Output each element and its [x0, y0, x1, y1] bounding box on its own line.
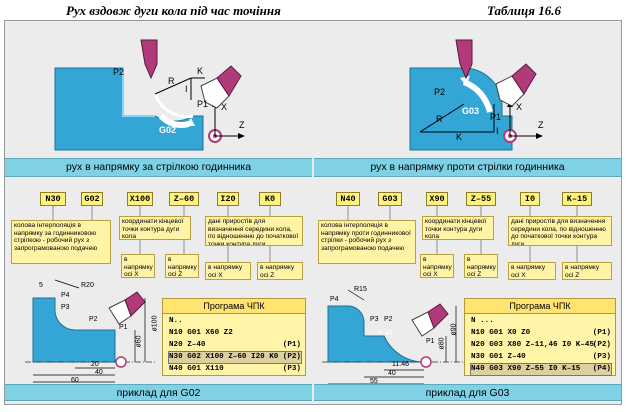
left-p2-dim-label: P2	[89, 316, 98, 323]
left-p4-label: P4	[61, 292, 70, 299]
left-program-title: Програма ЧПК	[163, 299, 305, 314]
right-code-g: G03	[378, 192, 402, 206]
right-p3-label: P3	[370, 316, 379, 323]
workpiece-shape	[54, 67, 204, 151]
program-row: N10 G01 X60 Z2	[169, 329, 233, 337]
right-dim-r15: R15	[354, 286, 367, 293]
right-z-label: Z	[538, 120, 544, 130]
left-desc-main: колова інтерполяція в напрямку за годинн…	[11, 220, 111, 264]
right-desc-main: колова інтерполяція в напрямку проти год…	[318, 220, 416, 264]
left-desc-z: в напрямку осі Z	[165, 254, 199, 278]
right-dim-55: 55	[370, 378, 378, 385]
left-dim-60: 60	[71, 377, 79, 384]
left-z-label: Z	[239, 120, 245, 130]
left-dim-d60v: ø60	[135, 335, 143, 348]
left-code-g: G02	[81, 192, 103, 206]
left-dim-40: 40	[95, 369, 103, 376]
right-desc-incr: дані приростів для визначення середини к…	[508, 216, 612, 246]
left-program-box: Програма ЧПК N.. N10 G01 X60 Z2 N20 Z–40…	[162, 298, 306, 376]
right-x-label: X	[516, 102, 523, 112]
left-code-x: X100	[127, 192, 153, 206]
left-leader-lines	[52, 206, 271, 262]
program-row-highlighted: N40 G03 X90 Z–55 I0 K–15(P4)	[470, 363, 612, 376]
left-r-label: R	[168, 76, 175, 86]
left-dim-r20: R20	[81, 282, 94, 289]
right-code-z: Z–55	[466, 192, 496, 206]
right-p1-label: P1	[490, 112, 502, 122]
right-p2-dim-label: P2	[384, 316, 393, 323]
left-dim-5: 5	[39, 282, 43, 289]
right-program-box: Програма ЧПК N ... N10 G01 X0 Z0(P1) N20…	[464, 298, 616, 376]
left-code-z: Z–60	[169, 192, 199, 206]
left-code-i: I20	[217, 192, 239, 206]
program-row: N ...	[471, 317, 494, 325]
left-top-diagram	[54, 39, 245, 151]
right-dim-d90: ø90	[450, 323, 458, 336]
program-row: N10 G01 X0 Z0(P1)	[471, 329, 611, 337]
page-title: Рух вздовж дуги кола під час точіння	[66, 3, 281, 18]
left-code-n: N30	[40, 192, 66, 206]
left-i-label: I	[185, 84, 188, 94]
left-part-drawing	[25, 279, 155, 383]
right-panel: P2 P1 R K I X Z G03 рух в напрямку проти…	[314, 20, 621, 405]
right-p4-label: P4	[330, 296, 339, 303]
program-row: N..	[169, 317, 183, 325]
right-direction-band: рух в напрямку проти стрілки годинника	[314, 158, 621, 177]
right-program-title: Програма ЧПК	[465, 299, 615, 314]
left-x-label: X	[221, 102, 228, 112]
left-code-k: K0	[259, 192, 281, 206]
right-p2-label: P2	[434, 87, 446, 97]
right-dim-r45: R 45	[378, 330, 393, 337]
left-desc-x: в напрямку осі X	[121, 254, 155, 278]
program-row-highlighted: N30 G02 X100 Z–60 I20 K0(P2)	[168, 351, 302, 364]
right-desc-end: координати кінцевої точки контура дуги к…	[422, 216, 494, 240]
left-origin-icon	[115, 356, 127, 368]
right-example-band: приклад для G03	[314, 384, 621, 401]
right-code-n: N40	[336, 192, 360, 206]
right-dim-40: 40	[388, 370, 396, 377]
program-row: N20 Z–40(P1)	[169, 341, 301, 349]
right-tool-top-icon	[455, 39, 473, 80]
left-p1-label: P1	[197, 99, 209, 109]
left-p3-label: P3	[61, 304, 70, 311]
left-dim-20: 20	[91, 361, 99, 368]
right-top-diagram	[409, 39, 543, 151]
left-direction-band: рух в напрямку за стрілкою годинника	[5, 158, 312, 177]
right-leader-lines	[347, 206, 578, 262]
right-r-label: R	[436, 114, 443, 124]
left-dim-d100: ø100	[151, 315, 159, 332]
right-dim-1146: 11.46	[392, 361, 409, 368]
program-row: N20 G03 X80 Z–11,46 I0 K–45(P2)	[471, 341, 611, 349]
right-part-drawing	[322, 289, 464, 385]
right-dim-d80: ø80	[438, 337, 446, 350]
program-row: N30 G01 Z–40(P3)	[471, 353, 611, 361]
left-incr-z: в напрямку осі Z	[257, 262, 303, 280]
right-desc-z: в напрямку осі Z	[464, 254, 498, 278]
right-g-label: G03	[462, 106, 480, 116]
left-panel: P2 P1 R K I X Z G02 рух в напрямку за ст…	[5, 20, 312, 405]
right-k-label: K	[456, 132, 463, 142]
left-k-label: K	[197, 66, 204, 76]
right-i-label: I	[496, 126, 499, 136]
right-code-x: X90	[426, 192, 448, 206]
left-example-band: приклад для G02	[5, 384, 312, 401]
table-label: Таблиця 16.6	[487, 3, 561, 18]
left-incr-x: в напрямку осі X	[205, 262, 251, 280]
right-code-i: I0	[520, 192, 540, 206]
tool-top-icon	[140, 39, 158, 80]
left-p1-dim-label: P1	[119, 324, 128, 331]
right-p1-dim-label: P1	[426, 338, 435, 345]
right-incr-z: в напрямку осі Z	[562, 262, 612, 280]
right-incr-x: в напрямку осі X	[508, 262, 556, 280]
left-desc-incr: дані приростів для визначення середини к…	[205, 216, 303, 246]
right-desc-x: в напрямку осі X	[420, 254, 454, 278]
left-desc-end: координати кінцевої точки контура дуги к…	[119, 216, 191, 240]
left-g-label: G02	[159, 125, 177, 135]
right-code-k: K–15	[562, 192, 592, 206]
program-row: N40 G01 X110(P3)	[169, 365, 301, 373]
right-origin-small-icon	[420, 356, 432, 368]
left-p2-label: P2	[113, 67, 125, 77]
